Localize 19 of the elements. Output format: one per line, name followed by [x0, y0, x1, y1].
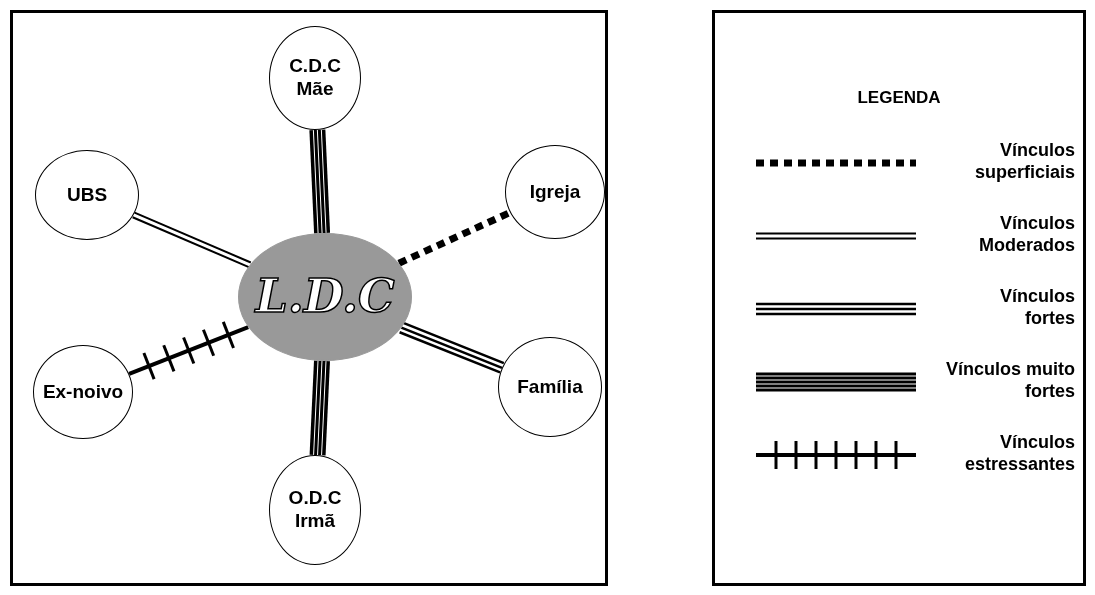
- node-label: C.D.C Mãe: [288, 55, 342, 101]
- relationship-line: [309, 360, 330, 456]
- legend-text: Vínculos superficiais: [973, 140, 1075, 184]
- legend-text: Vínculos estressantes: [963, 432, 1075, 476]
- central-label: L.D.C: [255, 269, 395, 325]
- node-label: Igreja: [529, 180, 581, 204]
- legend-text: Vínculos muito fortes: [945, 359, 1075, 403]
- node-label: Família: [517, 375, 583, 399]
- relationship-line: [131, 211, 252, 269]
- relationship-line: [128, 321, 249, 380]
- node-label: UBS: [66, 183, 108, 207]
- node-label: O.D.C Irmã: [287, 487, 343, 533]
- legend-text: Vínculos Moderados: [978, 213, 1075, 257]
- legend-title: LEGENDA: [856, 88, 942, 109]
- node-label: Ex-noivo: [42, 380, 124, 404]
- relationship-line: [397, 209, 512, 267]
- relationship-line: [399, 321, 505, 374]
- relationship-line: [309, 129, 331, 234]
- legend-text: Vínculos fortes: [999, 286, 1075, 330]
